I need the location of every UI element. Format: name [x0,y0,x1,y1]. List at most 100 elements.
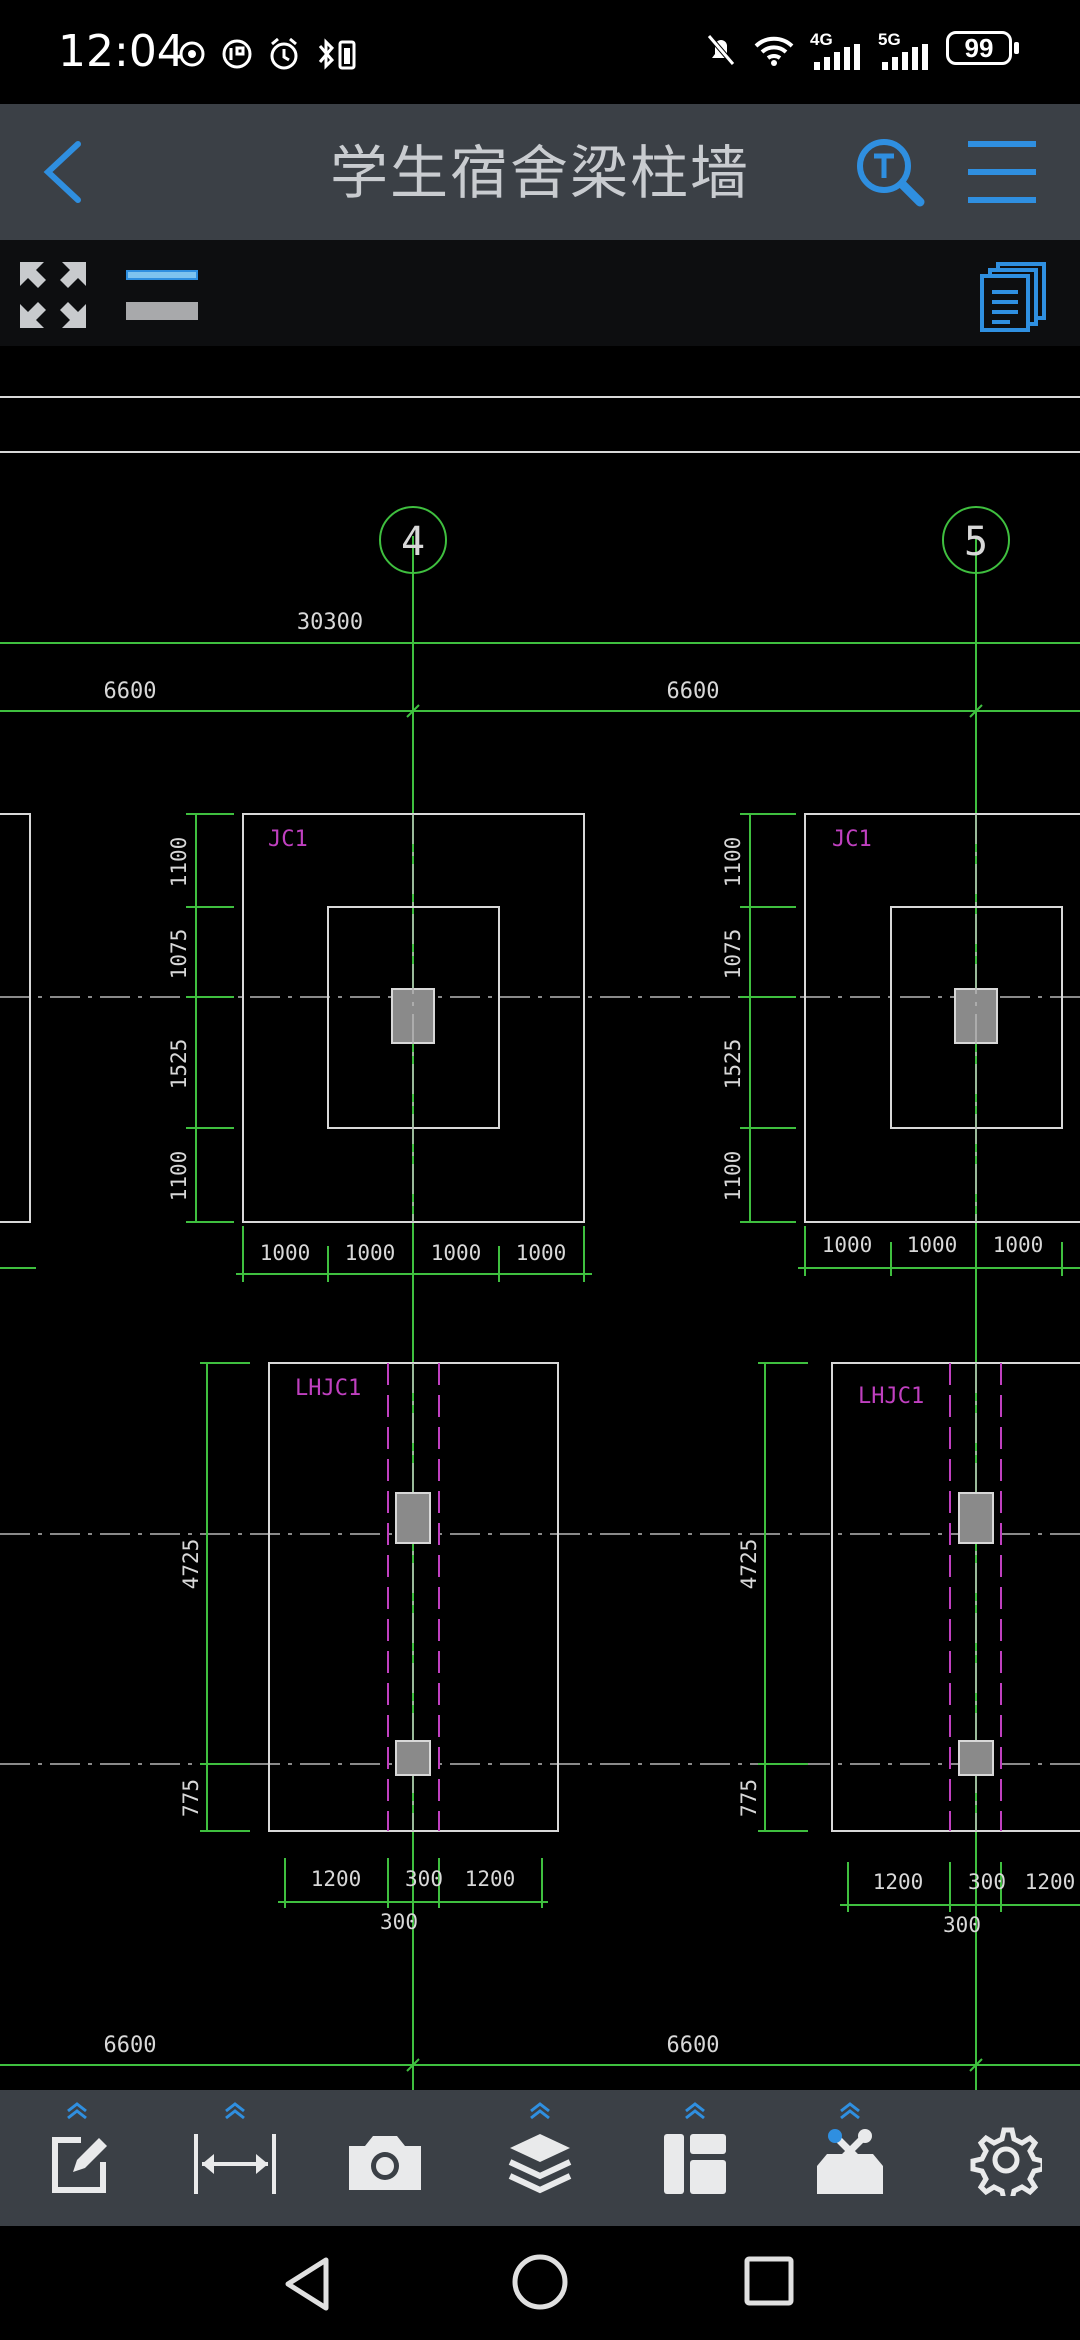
foundation-partial [0,813,31,1223]
title-bar: 学生宿舍梁柱墙 [0,104,1080,240]
back-button[interactable] [32,136,104,208]
dimension-text: 1100 [167,837,191,888]
signal-bars-icon [814,44,860,70]
layers-tool-button[interactable] [485,2090,595,2226]
battery-indicator: 99 [946,31,1022,69]
foundation-label: JC1 [268,827,308,852]
dimension-text: 300 [380,1910,418,1934]
dimension-text: 1000 [260,1241,311,1265]
line-style-blue [126,270,198,280]
span-dimension: 6600 [667,679,720,704]
status-icons-left [176,34,362,74]
layout-tool-button[interactable] [640,2090,750,2226]
drawing-canvas[interactable]: 4 5 30300 6600 6600 JC1 1100 1075 [0,346,1080,2090]
dimension-text: 1000 [907,1233,958,1257]
dimension-text: 1200 [311,1867,362,1891]
nav-back-icon [285,2257,329,2311]
span-dimension: 6600 [104,2033,157,2058]
document-list-button[interactable] [978,260,1048,332]
expand-up-icon [685,2102,705,2120]
back-arrow-icon [43,141,81,203]
mute-bell-icon [707,34,735,66]
dimension-text: 775 [179,1779,203,1817]
settings-button[interactable] [950,2090,1060,2226]
bottom-toolbar [0,2090,1080,2226]
column [958,1740,994,1776]
vpn-icon [179,41,205,67]
total-dimension: 30300 [297,610,363,635]
measure-icon [194,2134,276,2194]
axis-bubble-5 [942,506,1010,574]
wifi-icon [754,36,794,66]
status-time: 12:04 [58,26,185,77]
nav-recents-icon [744,2256,794,2306]
expand-up-icon [840,2102,860,2120]
menu-button[interactable] [962,134,1042,210]
nav-home-button[interactable] [510,2252,570,2312]
signal-5g: 5G [878,30,932,70]
bluetooth-battery-icon [318,38,356,70]
expand-arrows-icon [20,262,86,328]
span-dimension: 6600 [667,2033,720,2058]
gear-icon [970,2127,1042,2196]
dimension-text: 4725 [179,1539,203,1590]
foundation-jc1-axis5[interactable]: JC1 1100 1075 1525 1100 1000 1000 1000 [721,813,1080,1276]
dimension-text: 300 [968,1870,1006,1894]
layers-icon [508,2134,572,2194]
toolbox-tool-button[interactable] [795,2090,905,2226]
dimension-text: 1200 [1025,1870,1076,1894]
status-icons-right: 4G 5G 99 [704,30,1022,70]
dimension-text: 1100 [721,837,745,888]
camera-tool-button[interactable] [330,2090,440,2226]
measure-tool-button[interactable] [180,2090,290,2226]
edit-icon [52,2137,107,2193]
fullscreen-button[interactable] [16,258,90,332]
line-style-gray [126,302,198,320]
edit-tool-button[interactable] [22,2090,132,2226]
signal-bars-icon [882,44,928,70]
axis-bubble-4 [379,506,447,574]
hamburger-menu-icon [968,141,1036,203]
dimension-text: 1525 [167,1039,191,1090]
dimension-text: 775 [737,1779,761,1817]
page-title: 学生宿舍梁柱墙 [329,139,750,207]
text-search-icon [857,139,925,207]
text-search-button[interactable] [850,132,930,212]
view-toolbar [0,240,1080,346]
dimension-text: 1000 [993,1233,1044,1257]
cad-drawing[interactable]: 4 5 30300 6600 6600 JC1 1100 1075 [0,346,1080,2090]
dimension-text: 1000 [822,1233,873,1257]
foundation-jc1-axis4[interactable]: JC1 1100 1075 1525 1100 1000 1000 1000 1… [167,813,592,1282]
battery-level: 99 [964,33,994,63]
axis-label-5: 5 [964,519,988,565]
nav-back-button[interactable] [278,2254,338,2314]
foundation-lhjc1-axis4[interactable]: LHJC1 4725 775 1200 300 1200 300 [179,1362,559,1934]
dimension-text: 1000 [345,1241,396,1265]
column [958,1492,994,1544]
expand-up-icon [530,2102,550,2120]
dimension-text: 1200 [465,1867,516,1891]
dimension-text: 300 [943,1913,981,1937]
system-nav-bar [0,2226,1080,2340]
dimension-text: 1000 [516,1241,567,1265]
column [395,1740,431,1776]
tick-mark [406,704,983,718]
dimension-text: 1200 [873,1870,924,1894]
tick-mark [406,2058,983,2072]
dimension-text: 1100 [167,1151,191,1202]
dimension-text: 1525 [721,1039,745,1090]
dimension-text: 300 [405,1867,443,1891]
axis-label-4: 4 [401,519,425,565]
nav-recents-button[interactable] [742,2254,798,2310]
network-5g-label: 5G [878,30,901,49]
dimension-text: 1075 [721,929,745,980]
camera-icon [349,2136,421,2190]
line-style-toggle[interactable] [124,264,200,324]
foundation-label: LHJC1 [295,1376,361,1401]
dimension-text: 4725 [737,1539,761,1590]
status-bar: 12:04 4G 5G 99 [0,0,1080,104]
expand-up-icon [225,2102,245,2120]
foundation-label: JC1 [832,827,872,852]
foundation-lhjc1-axis5[interactable]: LHJC1 4725 775 1200 300 1200 300 [737,1362,1080,1937]
toolbox-icon [817,2129,883,2194]
